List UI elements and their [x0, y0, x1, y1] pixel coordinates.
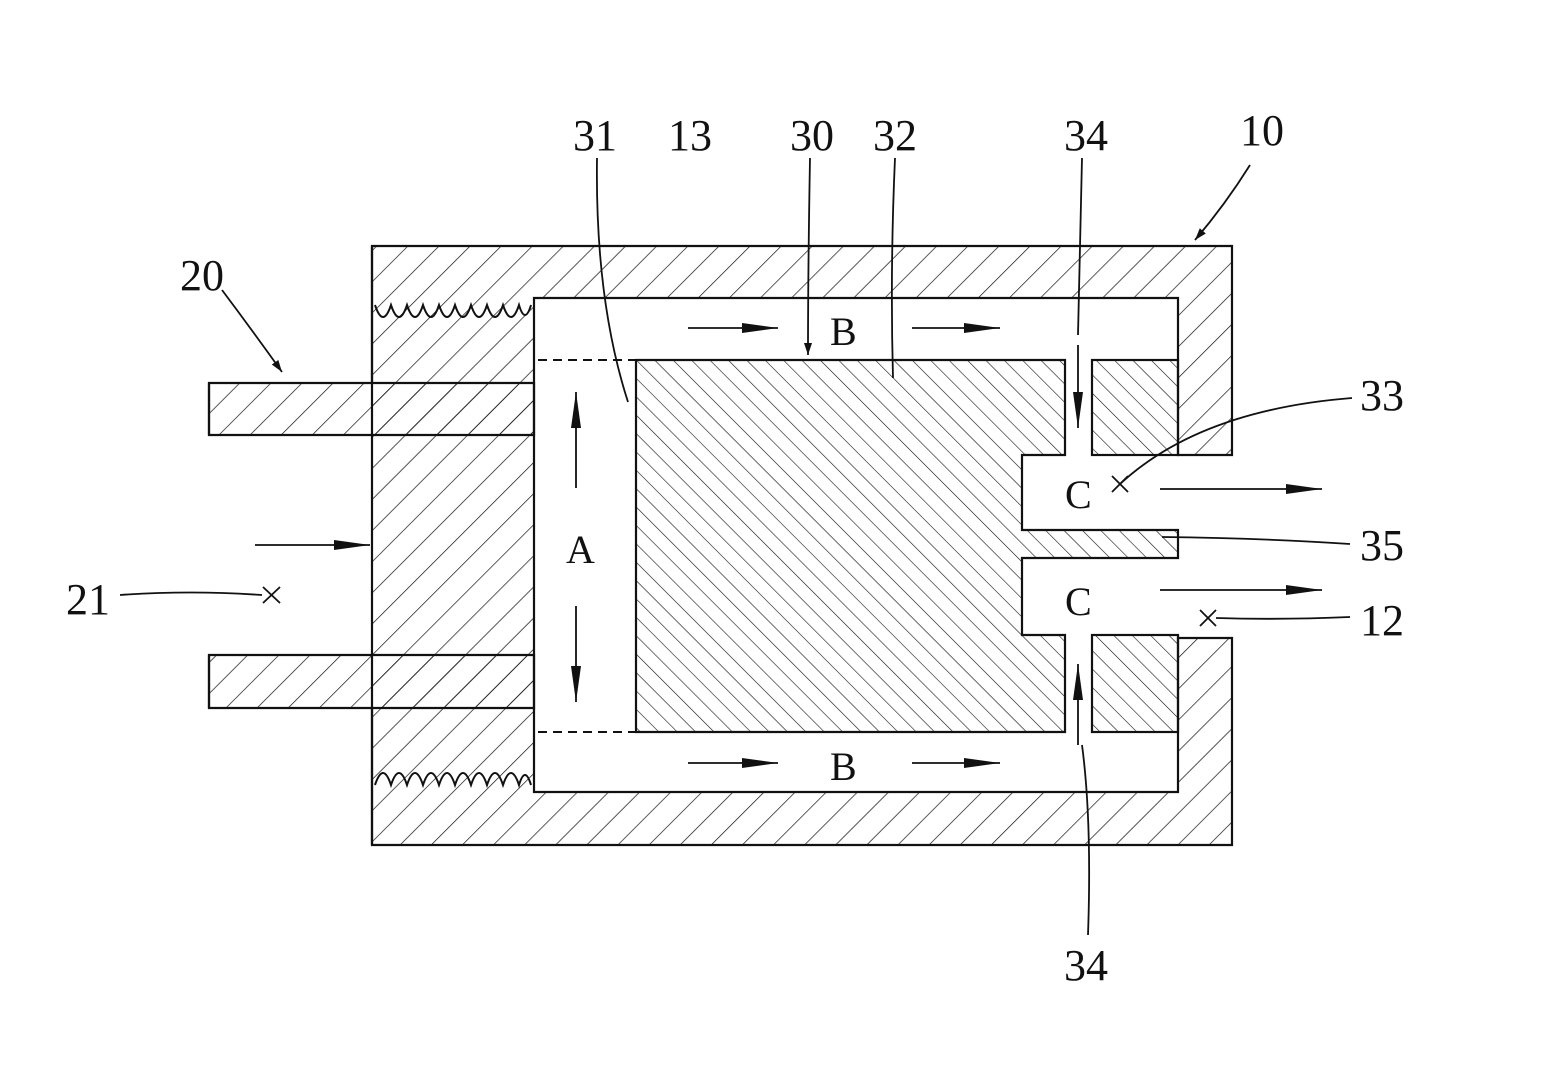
- label-34-bottom: 34: [1064, 941, 1108, 990]
- leader-20: [222, 290, 282, 372]
- outlet-block-bottom: [1092, 635, 1178, 732]
- label-30: 30: [790, 111, 834, 160]
- label-31: 31: [573, 111, 617, 160]
- leader-35: [1162, 537, 1350, 544]
- zone-c-bottom: C: [1065, 579, 1092, 624]
- leader-10: [1195, 165, 1250, 240]
- label-33: 33: [1360, 371, 1404, 420]
- leader-12: [1216, 617, 1350, 619]
- label-21: 21: [66, 575, 110, 624]
- zone-c-top: C: [1065, 472, 1092, 517]
- zone-b-top: B: [830, 309, 857, 354]
- mark-12: [1200, 610, 1216, 626]
- label-35: 35: [1360, 521, 1404, 570]
- label-34-top: 34: [1064, 111, 1108, 160]
- leader-21: [120, 593, 262, 596]
- outlet-block-top: [1092, 360, 1178, 455]
- inlet-fitting-lower: [209, 655, 534, 708]
- label-10: 10: [1240, 106, 1284, 155]
- label-32: 32: [873, 111, 917, 160]
- label-20: 20: [180, 251, 224, 300]
- label-12: 12: [1360, 596, 1404, 645]
- label-13: 13: [668, 111, 712, 160]
- inlet-fitting: [209, 383, 534, 435]
- zone-b-bottom: B: [830, 744, 857, 789]
- zone-a: A: [566, 527, 595, 572]
- mark-21: [263, 587, 280, 603]
